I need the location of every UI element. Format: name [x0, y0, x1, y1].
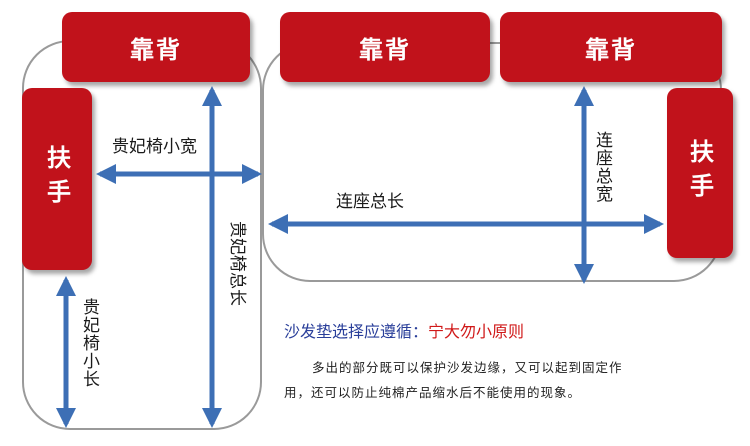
- backrest-label: 靠背: [130, 35, 182, 64]
- sofa-outline: [262, 42, 722, 282]
- backrest-block-left: 靠背: [62, 12, 250, 82]
- note-title-main: 沙发垫选择应遵循：: [284, 322, 429, 341]
- note-title-highlight: 宁大勿小原则: [428, 322, 525, 341]
- backrest-label: 靠背: [585, 35, 637, 64]
- chaise-total-length-label: 贵妃椅总长: [227, 221, 247, 306]
- armrest-label: 扶手: [42, 145, 71, 213]
- note-title: 沙发垫选择应遵循：宁大勿小原则: [284, 318, 524, 342]
- armrest-block-right: 扶手: [667, 88, 733, 258]
- backrest-block-middle: 靠背: [280, 12, 490, 82]
- armrest-label: 扶手: [685, 139, 714, 207]
- armrest-block-left: 扶手: [22, 88, 92, 270]
- sofa-total-length-label: 连座总长: [336, 192, 404, 212]
- sofa-total-width-label: 连座总宽: [592, 131, 612, 203]
- chaise-width-label: 贵妃椅小宽: [112, 137, 197, 157]
- backrest-label: 靠背: [359, 35, 411, 64]
- backrest-block-right: 靠背: [500, 12, 722, 82]
- note-body: 多出的部分既可以保护沙发边缘，又可以起到固定作用，还可以防止纯棉产品缩水后不能使…: [284, 360, 623, 400]
- chaise-short-length-label: 贵妃椅小长: [79, 298, 99, 388]
